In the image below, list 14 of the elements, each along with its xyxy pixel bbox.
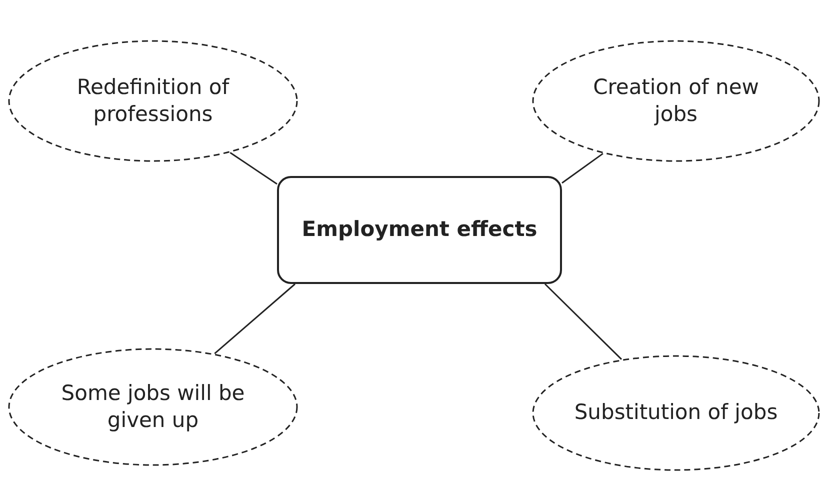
dashed-ellipse bbox=[532, 355, 820, 471]
node-text: Some jobs will be given up bbox=[60, 380, 246, 434]
rounded-box bbox=[277, 176, 562, 284]
node-text: Redefinition of professions bbox=[76, 74, 230, 128]
node-text: Creation of new jobs bbox=[592, 74, 760, 128]
connector-line bbox=[562, 152, 604, 184]
dashed-ellipse bbox=[8, 40, 298, 162]
dashed-ellipse bbox=[532, 40, 820, 162]
node-text: Substitution of jobs bbox=[574, 399, 778, 426]
connector-line bbox=[214, 283, 296, 354]
connector-line bbox=[544, 283, 622, 360]
node-text: Employment effects bbox=[302, 216, 538, 244]
dashed-ellipse bbox=[8, 348, 298, 466]
connector-line bbox=[230, 152, 278, 185]
